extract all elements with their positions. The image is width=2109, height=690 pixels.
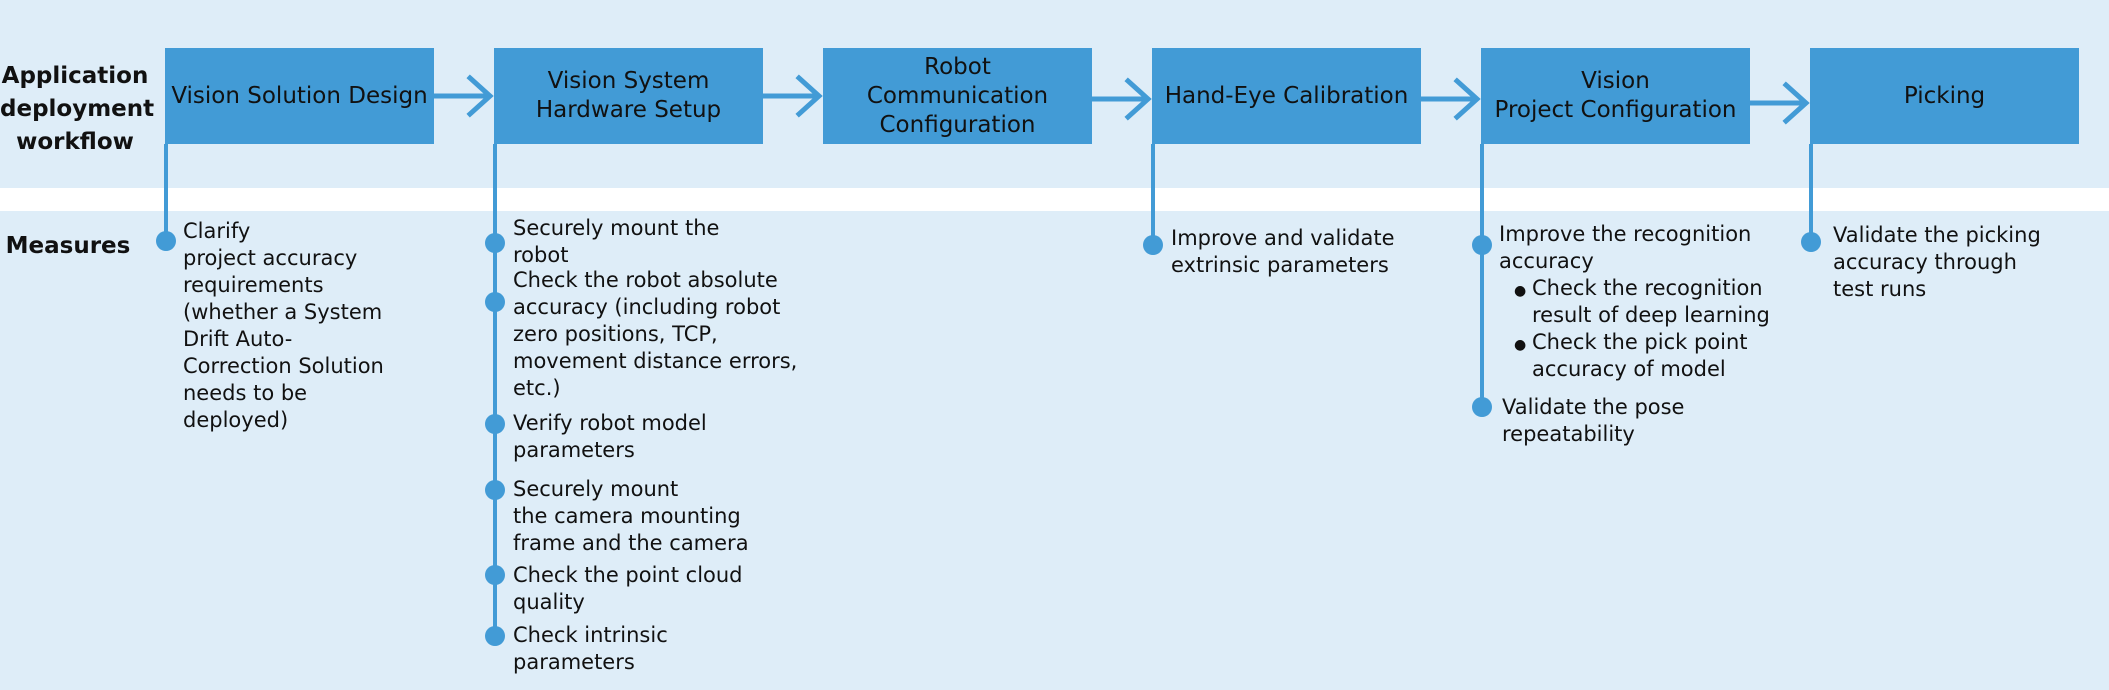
dot-design-1 <box>156 231 176 251</box>
measure-hardware-4: Securely mount the camera mounting frame… <box>513 477 749 555</box>
measure-hardware-2: Check the robot absolute accuracy (inclu… <box>513 268 798 400</box>
stage-robot-communication-configuration: Robot Communication Configuration <box>823 48 1092 144</box>
stage-vision-project-configuration: Vision Project Configuration <box>1481 48 1750 144</box>
stage-picking: Picking <box>1810 48 2079 144</box>
measure-project-sub-2: Check the pick point accuracy of model <box>1532 330 1748 381</box>
dot-hardware-5 <box>485 565 505 585</box>
measure-hardware-6: Check intrinsic parameters <box>513 623 668 674</box>
dot-project-2 <box>1472 397 1492 417</box>
sub-bullet-1: ● <box>1514 283 1527 299</box>
stage-hand-eye-calibration: Hand-Eye Calibration <box>1152 48 1421 144</box>
dot-calibration-1 <box>1143 235 1163 255</box>
dot-picking-1 <box>1801 232 1821 252</box>
arrow-3-icon <box>1091 77 1152 121</box>
dot-hardware-6 <box>485 626 505 646</box>
measure-design-1: Clarify project accuracy requirements (w… <box>183 219 384 432</box>
sub-bullet-2: ● <box>1514 337 1527 353</box>
measures-band <box>0 211 2109 690</box>
measure-hardware-3: Verify robot model parameters <box>513 411 707 462</box>
arrow-4-icon <box>1420 77 1481 121</box>
dot-hardware-2 <box>485 292 505 312</box>
arrow-5-icon <box>1749 81 1810 125</box>
measure-picking-1: Validate the picking accuracy through te… <box>1833 223 2041 301</box>
measure-project-second: Validate the pose repeatability <box>1502 395 1685 446</box>
dot-hardware-3 <box>485 414 505 434</box>
measure-calibration-1: Improve and validate extrinsic parameter… <box>1171 226 1395 277</box>
measure-project-sub-1: Check the recognition result of deep lea… <box>1532 276 1770 327</box>
dot-hardware-4 <box>485 480 505 500</box>
arrow-2-icon <box>762 74 823 118</box>
measure-hardware-1: Securely mount the robot <box>513 216 720 267</box>
arrow-1-icon <box>433 74 494 118</box>
stage-vision-solution-design: Vision Solution Design <box>165 48 434 144</box>
dot-hardware-1 <box>485 233 505 253</box>
stage-vision-system-hardware-setup: Vision System Hardware Setup <box>494 48 763 144</box>
measure-project-main: Improve the recognition accuracy <box>1499 222 1752 273</box>
dot-project-1 <box>1472 235 1492 255</box>
workflow-row-label: Application deployment workflow <box>0 63 155 155</box>
measures-row-label: Measures <box>5 233 131 259</box>
measure-hardware-5: Check the point cloud quality <box>513 563 743 614</box>
